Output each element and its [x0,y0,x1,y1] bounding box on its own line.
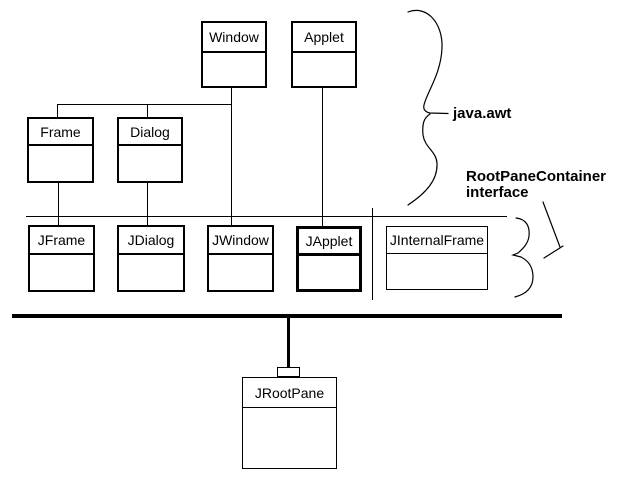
rootpanecontainer-label-line2: interface [466,184,529,201]
class-box-jdialog-label: JDialog [119,227,183,255]
class-box-window-label: Window [203,23,265,53]
class-box-jframe-label: JFrame [30,227,93,255]
class-box-jrootpane: JRootPane [242,377,337,469]
brace-java-awt-lower [407,113,438,206]
class-box-jwindow-label: JWindow [209,227,272,255]
brace-java-awt-upper [407,9,449,115]
class-box-jframe: JFrame [28,225,95,292]
brace-jinternalframe [511,217,534,298]
class-box-jwindow: JWindow [207,225,274,292]
class-box-dialog: Dialog [117,117,183,183]
class-box-frame: Frame [27,117,94,183]
class-box-dialog-label: Dialog [119,119,181,146]
class-box-window: Window [201,21,267,88]
java-awt-label: java.awt [453,105,512,122]
rootpanecontainer-label-line1: RootPaneContainer [466,168,607,185]
class-box-applet-label: Applet [293,23,355,53]
class-box-jinternalframe-label: JInternalFrame [387,227,487,254]
class-box-jdialog: JDialog [117,225,185,292]
interface-pointer-line [542,201,564,259]
class-box-applet: Applet [291,21,357,88]
class-box-jrootpane-label: JRootPane [243,378,336,408]
rootpanecontainer-label: RootPaneContainer interface [466,169,606,201]
class-box-japplet-label: JApplet [299,229,359,256]
class-box-japplet: JApplet [296,226,362,292]
class-box-frame-label: Frame [29,119,92,146]
rootpane-notch [277,367,300,377]
class-box-jinternalframe: JInternalFrame [386,226,488,290]
